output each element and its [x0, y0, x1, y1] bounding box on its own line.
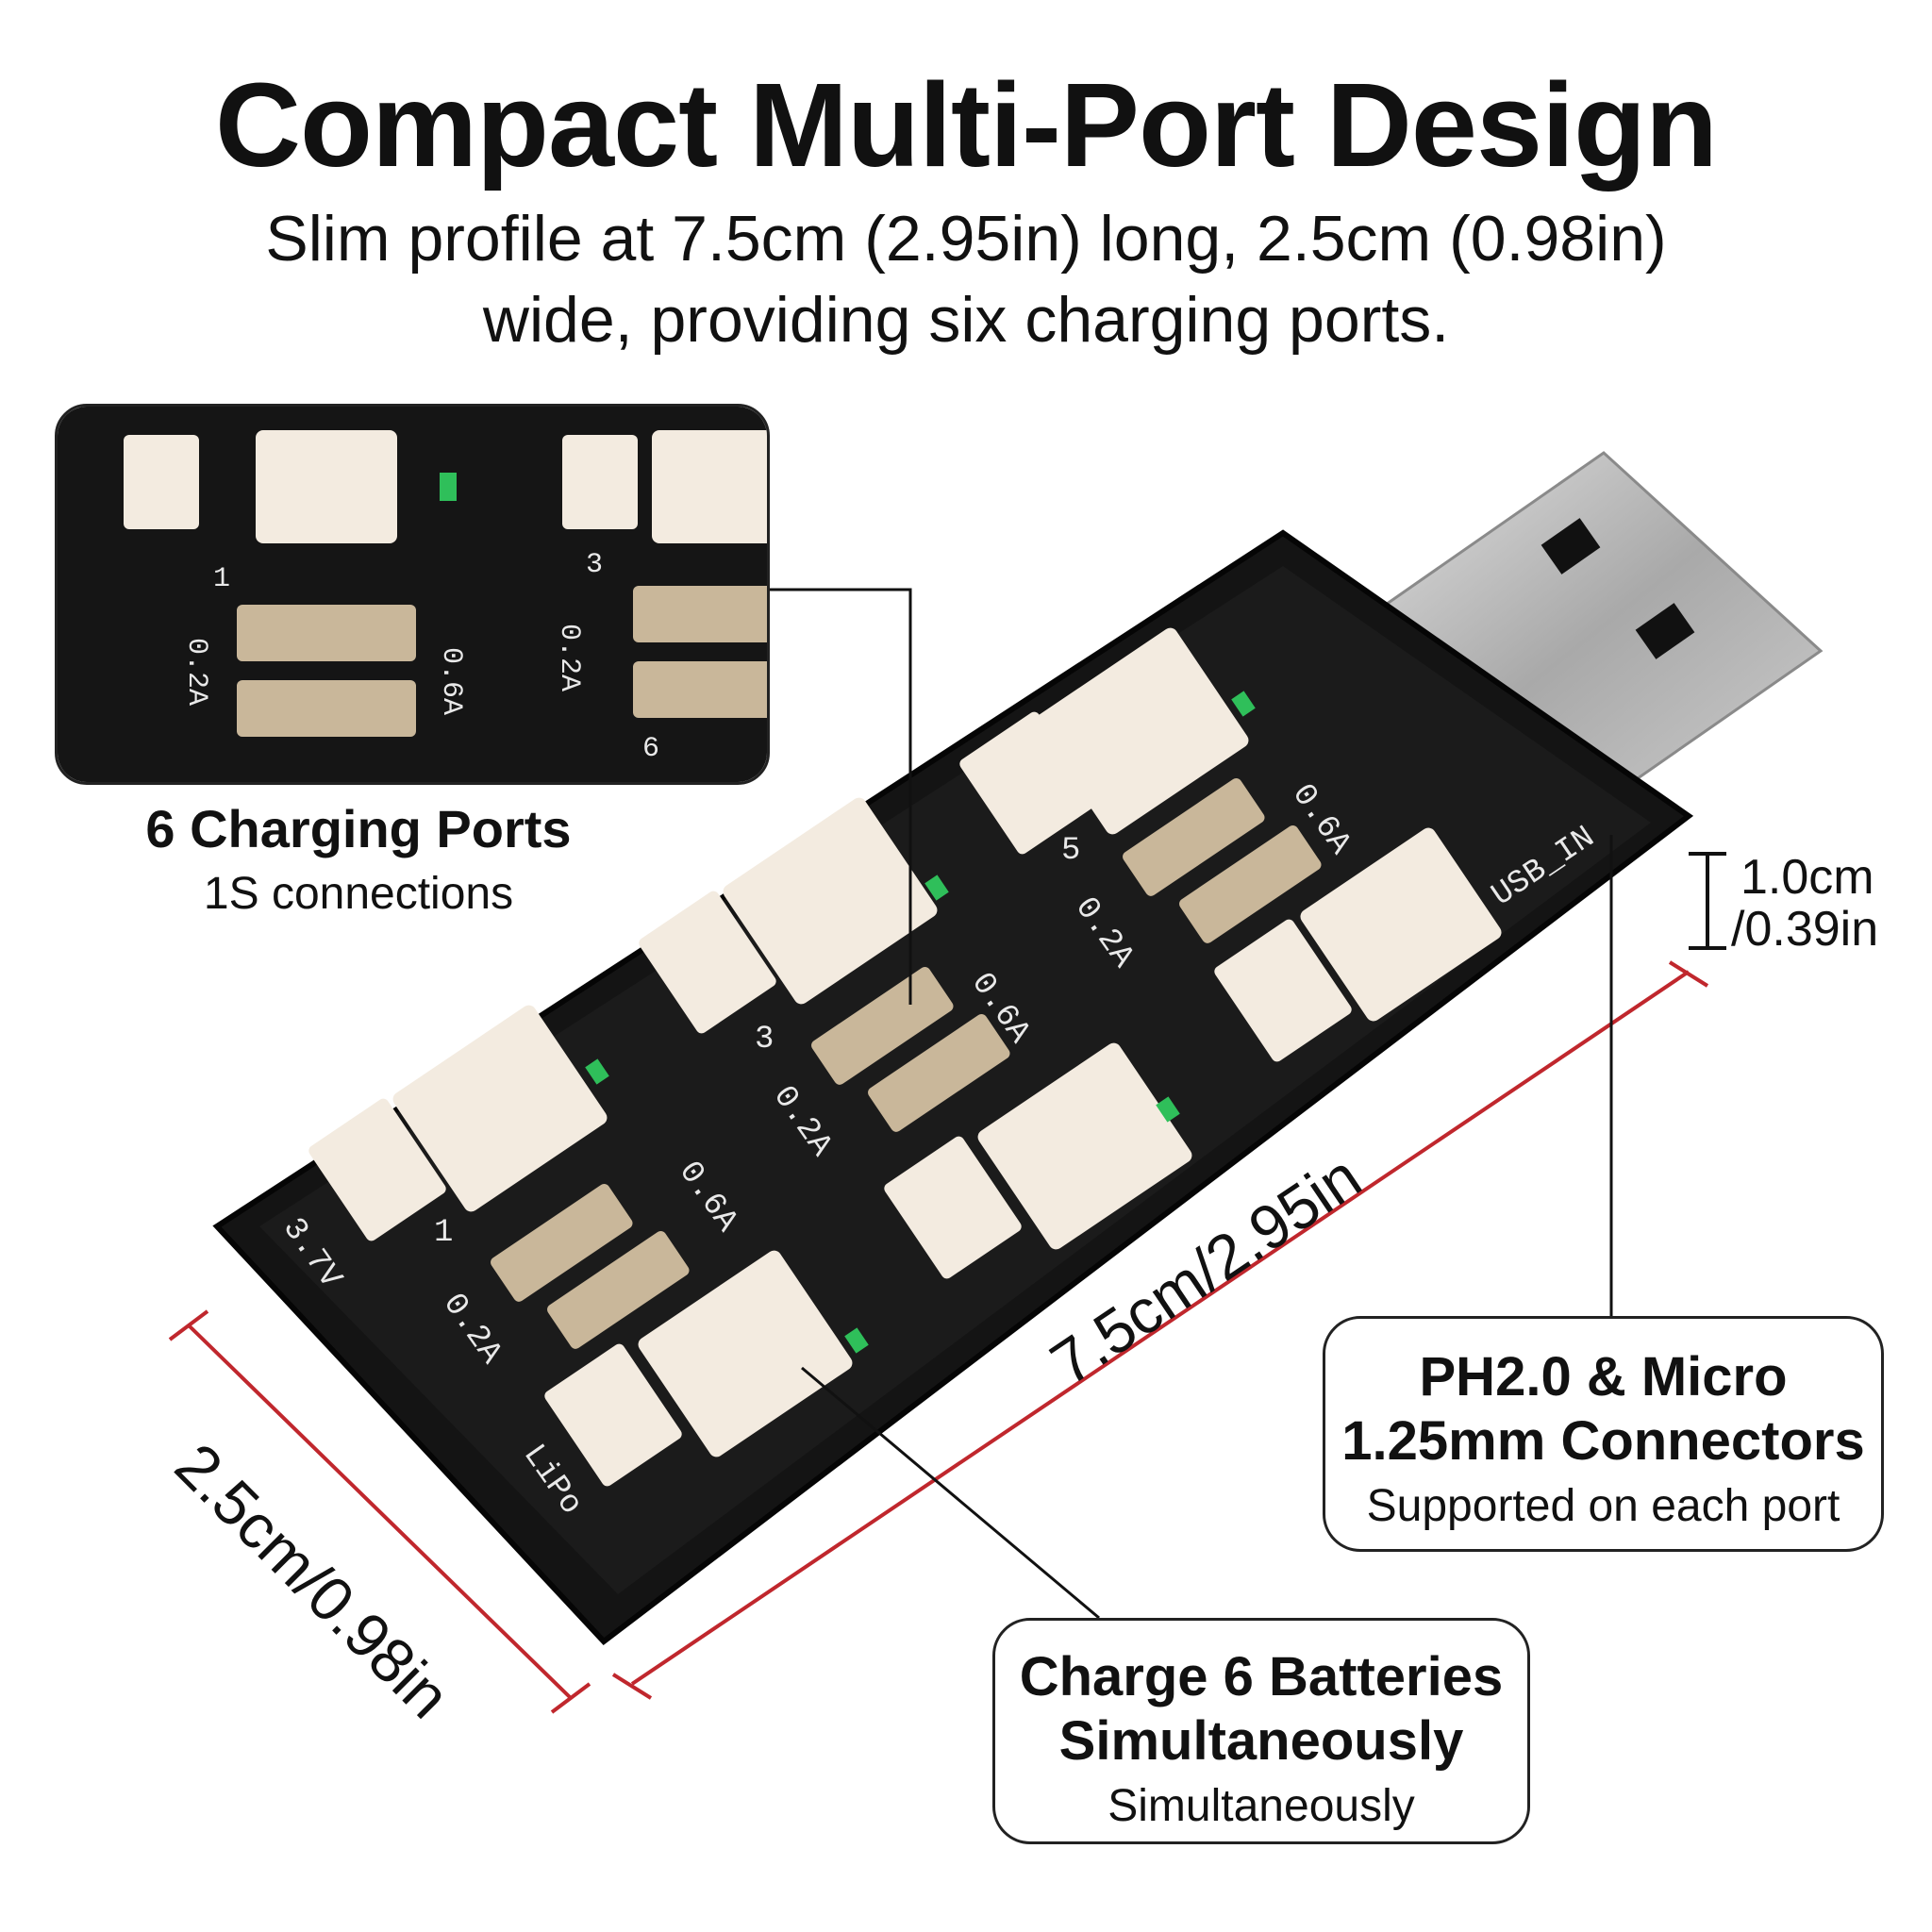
ports-callout: 6 Charging Ports 1S connections: [123, 797, 594, 922]
height-indicator: [1689, 852, 1726, 950]
inset-port-number: 1: [213, 563, 230, 595]
connectors-callout-title-2: 1.25mm Connectors: [1341, 1410, 1865, 1472]
subtitle-line-1: Slim profile at 7.5cm (2.95in) long, 2.5…: [265, 203, 1667, 275]
ph2-connector: [723, 797, 938, 1005]
micro-connector: [544, 1343, 682, 1487]
ports-callout-title: 6 Charging Ports: [145, 799, 572, 858]
inset-current-high: 0.6A: [435, 647, 467, 715]
micro-connector: [884, 1136, 1022, 1279]
micro-connector: [1214, 919, 1352, 1062]
micro-connector: [639, 891, 776, 1034]
page-subtitle: Slim profile at 7.5cm (2.95in) long, 2.5…: [0, 198, 1932, 360]
ph2-connector: [977, 1042, 1192, 1250]
subtitle-line-2: wide, providing six charging ports.: [482, 284, 1450, 356]
dimension-lines: [168, 960, 1709, 1714]
ph2-connector: [1300, 827, 1502, 1022]
batteries-callout-title-2: Simultaneously: [1058, 1710, 1464, 1772]
ph2-connector: [1034, 627, 1249, 835]
ph2-connector: [392, 1005, 608, 1212]
inset-current-low: 0.2A: [553, 624, 585, 691]
port-number-label: 3: [755, 1022, 774, 1058]
ports-callout-subtitle: 1S connections: [203, 869, 514, 919]
port-number-label: 1: [434, 1215, 453, 1251]
batteries-callout-subtitle: Simultaneously: [1108, 1781, 1415, 1831]
connector-group: [308, 627, 1502, 1487]
page-title: Compact Multi-Port Design: [214, 58, 1718, 192]
ph2-connector: [638, 1250, 853, 1457]
led-group: [585, 691, 1256, 1354]
micro-connector: [308, 1098, 446, 1241]
detail-inset: 1 3 6 0.6A 0.2A 0.2A: [55, 404, 770, 785]
leader-lines: [764, 588, 1613, 1620]
height-dimension-label-1: 1.0cm: [1740, 850, 1874, 905]
micro-connector: [959, 711, 1097, 855]
batteries-callout-title-1: Charge 6 Batteries: [1019, 1646, 1504, 1707]
inset-current-low: 0.2A: [180, 638, 212, 706]
height-dimension-label-2: /0.39in: [1731, 902, 1879, 957]
batteries-callout: Charge 6 Batteries Simultaneously Simult…: [992, 1618, 1530, 1844]
connectors-callout-subtitle: Supported on each port: [1366, 1481, 1840, 1531]
connectors-callout: PH2.0 & Micro 1.25mm Connectors Supporte…: [1323, 1316, 1884, 1552]
port-number-label: 5: [1061, 833, 1080, 869]
inset-pcb-closeup: 1 3 6 0.6A 0.2A 0.2A: [58, 407, 767, 782]
connectors-callout-title-1: PH2.0 & Micro: [1419, 1346, 1788, 1407]
inset-port-number: 6: [642, 733, 659, 765]
switch-group: [491, 778, 1322, 1349]
inset-port-number: 3: [586, 549, 603, 581]
